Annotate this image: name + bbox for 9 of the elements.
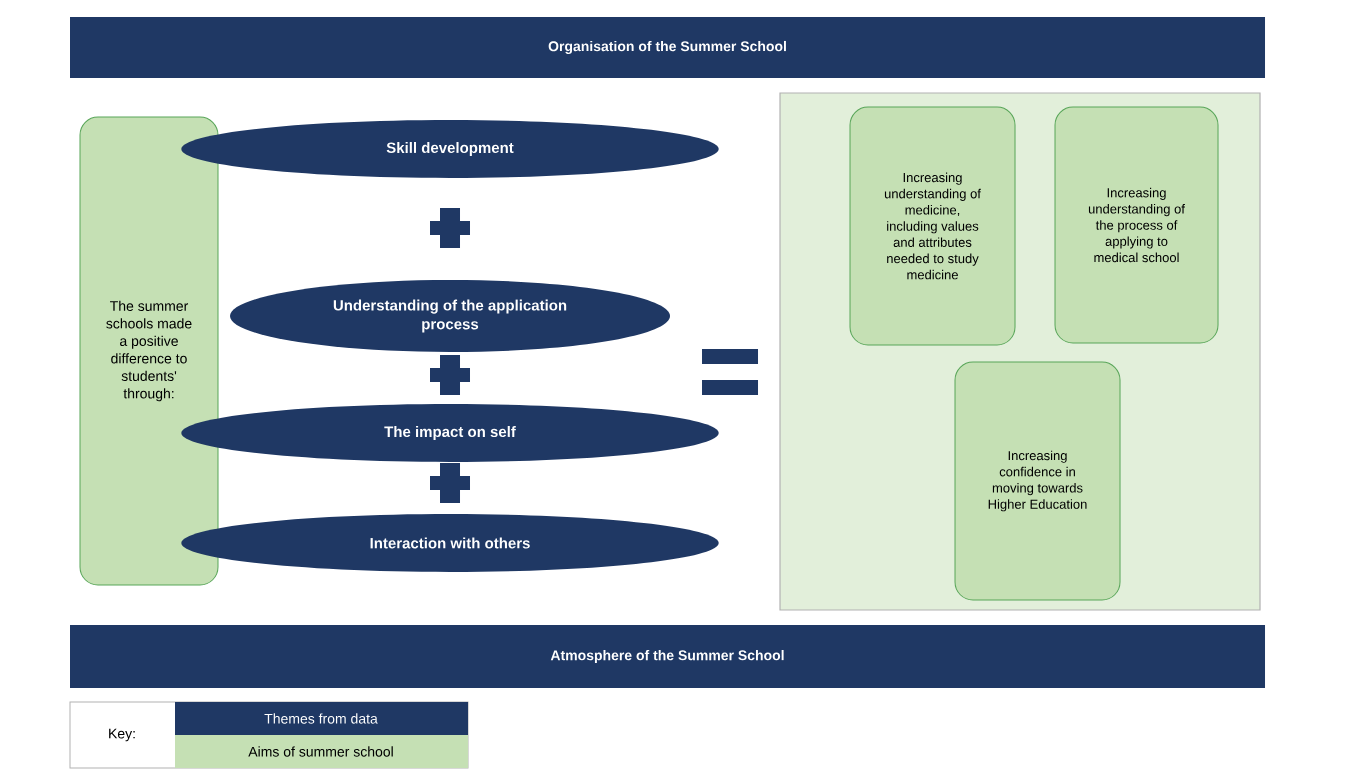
- theme-band: Organisation of the Summer School: [70, 17, 1265, 78]
- theme-band: Atmosphere of the Summer School: [70, 625, 1265, 688]
- aim-box: Increasing understanding of the process of applying to medical school: [1054, 106, 1219, 344]
- legend-label: Aims of summer school: [248, 746, 393, 757]
- aim-box: The summer schools made a positive difference to students' through:: [79, 116, 219, 586]
- legend-label: Themes from data: [264, 713, 378, 724]
- key-label: Key:: [109, 728, 135, 742]
- aim-box: Increasing understanding of medicine, including values and attributes needed to study medicine: [849, 106, 1016, 346]
- aim-box: Increasing confidence in moving towards Higher Education: [954, 361, 1121, 601]
